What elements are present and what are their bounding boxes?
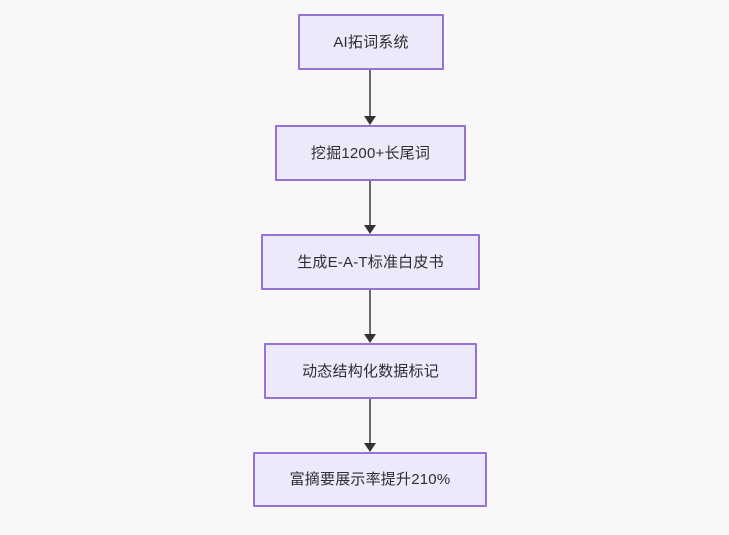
flow-edge-n1-n2-line [369,70,371,117]
flow-node-n5[interactable]: 富摘要展示率提升210% [253,452,487,507]
flow-node-n1[interactable]: AI拓词系统 [298,14,444,70]
flow-edge-n3-n4-arrowhead [364,334,376,343]
flow-node-n4-label: 动态结构化数据标记 [302,362,439,380]
flow-edge-n1-n2-arrowhead [364,116,376,125]
flow-edge-n2-n3-arrowhead [364,225,376,234]
flow-edge-n2-n3-line [369,181,371,226]
flow-node-n4[interactable]: 动态结构化数据标记 [264,343,477,399]
flow-edge-n4-n5-arrowhead [364,443,376,452]
flow-node-n1-label: AI拓词系统 [333,33,409,51]
flow-node-n3[interactable]: 生成E-A-T标准白皮书 [261,234,480,290]
flow-edge-n3-n4-line [369,290,371,335]
flow-node-n3-label: 生成E-A-T标准白皮书 [297,253,444,271]
flow-node-n5-label: 富摘要展示率提升210% [289,471,451,488]
flow-node-n2[interactable]: 挖掘1200+长尾词 [275,125,466,181]
flow-edge-n4-n5-line [369,399,371,444]
flow-node-n2-label: 挖掘1200+长尾词 [310,144,431,162]
